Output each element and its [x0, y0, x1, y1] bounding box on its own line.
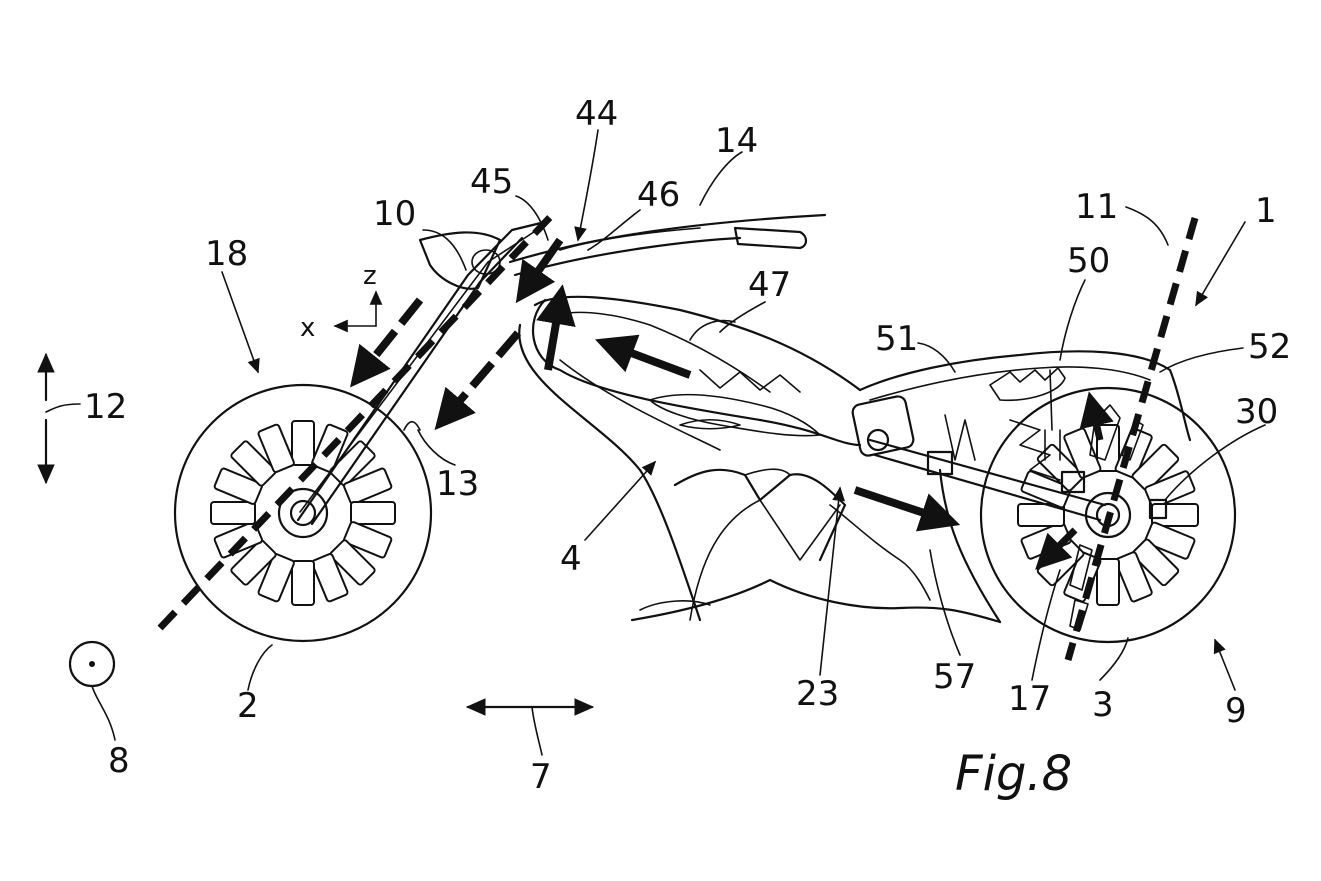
label-12: 12 [84, 387, 127, 427]
wheel-spoke [311, 553, 349, 603]
wheel-spoke [350, 501, 396, 525]
wheel-spoke [213, 467, 263, 505]
wheel-spoke [329, 539, 376, 586]
label-50: 50 [1067, 241, 1110, 281]
wheel-spoke [1144, 470, 1196, 509]
steering-axis [157, 209, 558, 631]
lower-body [630, 468, 1002, 624]
label-14: 14 [715, 121, 758, 161]
wheel-spoke [230, 539, 277, 586]
wheel-spoke [343, 467, 393, 505]
label-13: 13 [436, 464, 479, 504]
rear-axis-11 [1064, 217, 1199, 661]
label-51: 51 [875, 319, 918, 359]
label-11: 11 [1075, 187, 1118, 227]
label-18: 18 [205, 234, 248, 274]
figure-caption: Fig.8 [955, 746, 1072, 802]
label-17: 17 [1008, 679, 1051, 719]
label-4: 4 [560, 539, 582, 579]
wheel-spoke [230, 440, 277, 487]
wheel-spoke [1063, 427, 1102, 479]
label-46: 46 [637, 175, 680, 215]
wheel-spoke [291, 420, 315, 466]
wheel-spoke [1114, 551, 1153, 603]
wheel-spoke [1131, 443, 1180, 492]
label-45: 45 [470, 162, 513, 202]
wheel-spoke [1151, 503, 1199, 527]
seat-fender [858, 350, 1192, 442]
label-3: 3 [1092, 685, 1114, 725]
wheel-spoke [210, 501, 256, 525]
force-arrows [350, 237, 1114, 570]
wheel-spoke [1144, 521, 1196, 560]
wheel-spoke [1131, 538, 1180, 587]
label-57: 57 [933, 657, 976, 697]
label-1: 1 [1255, 191, 1277, 231]
label-7: 7 [530, 757, 552, 797]
label-9: 9 [1225, 691, 1247, 731]
rear-wheel [979, 386, 1237, 644]
leader-lines [221, 129, 1266, 691]
label-30: 30 [1235, 392, 1278, 432]
axis-label-z: z [363, 261, 377, 291]
wheel-spoke [329, 440, 376, 487]
reference-numerals: 18 10 45 44 14 46 47 51 50 11 1 52 30 12… [84, 94, 1291, 797]
direction-arrows [37, 352, 595, 756]
label-47: 47 [748, 265, 791, 305]
axis-indicator: z x [300, 261, 383, 343]
headlight [418, 231, 502, 290]
label-10: 10 [373, 194, 416, 234]
reference-point [68, 640, 116, 741]
wheel-spoke [1096, 558, 1120, 606]
front-fork [296, 220, 547, 526]
wheel-spoke [291, 560, 315, 606]
label-52: 52 [1248, 327, 1291, 367]
wheel-spoke [257, 423, 295, 473]
wheel-spoke [257, 553, 295, 603]
label-23: 23 [796, 674, 839, 714]
wheel-spoke [343, 521, 393, 559]
label-44: 44 [575, 94, 618, 134]
wheel-spoke [213, 521, 263, 559]
front-wheel [173, 383, 433, 643]
label-2: 2 [237, 686, 259, 726]
axis-label-x: x [300, 313, 315, 343]
label-8: 8 [108, 741, 130, 781]
